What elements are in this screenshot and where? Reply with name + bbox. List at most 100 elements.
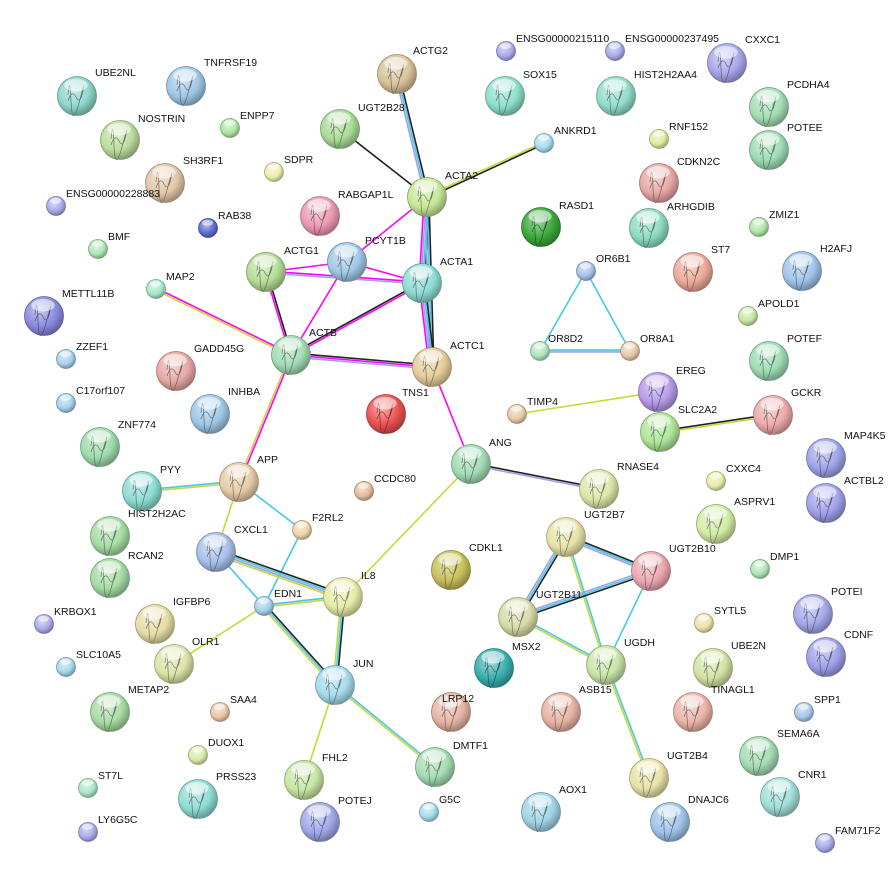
edge-UGDH-UGT2B4[interactable] [604, 663, 651, 780]
node-OLR1[interactable] [154, 644, 194, 684]
node-NOSTRIN[interactable] [100, 120, 140, 160]
node-PRSS23[interactable] [178, 779, 218, 819]
node-UBE2N[interactable] [693, 648, 733, 688]
node-SLC10A5[interactable] [56, 657, 76, 677]
node-APOLD1[interactable] [738, 306, 758, 326]
node-ACTC1[interactable] [412, 347, 452, 387]
node-UGT2B7[interactable] [546, 517, 586, 557]
node-MSX2[interactable] [474, 648, 514, 688]
node-ASPRV1[interactable] [696, 504, 736, 544]
node-RNASE4[interactable] [579, 469, 619, 509]
node-ARHGDIB[interactable] [629, 208, 669, 248]
node-ENPP7[interactable] [220, 118, 240, 138]
edge-ACTB-ACTA1[interactable] [289, 281, 424, 357]
node-OR6B1[interactable] [576, 261, 596, 281]
node-ANKRD1[interactable] [534, 133, 554, 153]
edge-ANKRD1-ACTA2[interactable] [425, 141, 546, 199]
node-ACTB[interactable] [271, 335, 311, 375]
node-DMP1[interactable] [750, 559, 770, 579]
node-ZNF774[interactable] [80, 427, 120, 467]
node-MAP4K5[interactable] [806, 438, 846, 478]
node-DNAJC6[interactable] [650, 802, 690, 842]
node-LY6G5C[interactable] [78, 822, 98, 842]
node-EDN1[interactable] [254, 596, 274, 616]
edge-CXCL1-IL8[interactable] [214, 548, 345, 601]
node-POTEI[interactable] [793, 594, 833, 634]
node-ST7[interactable] [673, 252, 713, 292]
node-SLC2A2[interactable] [640, 412, 680, 452]
node-OR8D2[interactable] [530, 341, 550, 361]
edge-ACTG2-ACTA2[interactable] [394, 72, 430, 199]
node-TNFRSF19[interactable] [166, 66, 206, 106]
edge-ACTB-ACTC1[interactable] [290, 352, 433, 370]
node-AOX1[interactable] [521, 792, 561, 832]
node-ASB15[interactable] [541, 692, 581, 732]
node-SPP1[interactable] [794, 702, 814, 722]
edge-ANG-IL8[interactable] [342, 463, 472, 598]
node-CXCL1[interactable] [196, 532, 236, 572]
edge-OR6B1-OR8A1[interactable] [585, 270, 631, 352]
node-FAM71F2[interactable] [815, 833, 835, 853]
node-RCAN2[interactable] [90, 558, 130, 598]
node-CDNF[interactable] [806, 637, 846, 677]
node-GCKR[interactable] [753, 395, 793, 435]
node-HIST2H2AA4[interactable] [596, 76, 636, 116]
node-CDKL1[interactable] [431, 550, 471, 590]
node-PYY[interactable] [122, 471, 162, 511]
edge-ACTB-APP[interactable] [237, 353, 293, 484]
node-TNS1[interactable] [366, 394, 406, 434]
edge-ANG-RNASE4[interactable] [470, 462, 600, 491]
node-RAB38[interactable] [198, 218, 218, 238]
node-ACTA2[interactable] [407, 177, 447, 217]
node-MAP2[interactable] [146, 279, 166, 299]
node-CXXC1[interactable] [707, 43, 747, 83]
node-CDKN2C[interactable] [639, 163, 679, 203]
node-ACTG1[interactable] [246, 252, 286, 292]
node-UGT2B10[interactable] [631, 551, 671, 591]
node-F2RL2[interactable] [292, 520, 312, 540]
node-UGT2B4[interactable] [629, 758, 669, 798]
node-SEMA6A[interactable] [739, 736, 779, 776]
edge-OR6B1-OR8D2[interactable] [539, 270, 587, 352]
node-LRP12[interactable] [431, 692, 471, 732]
node-ZMIZ1[interactable] [749, 217, 769, 237]
node-PCYT1B[interactable] [327, 242, 367, 282]
edge-F2RL2-EDN1[interactable] [263, 529, 303, 607]
node-CCDC80[interactable] [354, 481, 374, 501]
node-UGT2B11[interactable] [498, 597, 538, 637]
node-C17orf107[interactable] [56, 393, 76, 413]
node-DUOX1[interactable] [188, 745, 208, 765]
node-SH3RF1[interactable] [145, 163, 185, 203]
node-ZZEF1[interactable] [56, 349, 76, 369]
node-ST7L[interactable] [78, 778, 98, 798]
node-ACTA1[interactable] [402, 263, 442, 303]
node-ENSG00000237495[interactable] [605, 41, 625, 61]
node-KRBOX1[interactable] [34, 614, 54, 634]
node-ACTBL2[interactable] [806, 483, 846, 523]
node-SOX15[interactable] [485, 76, 525, 116]
node-DMTF1[interactable] [415, 747, 455, 787]
node-PCDHA4[interactable] [749, 87, 789, 127]
node-GADD45G[interactable] [156, 351, 196, 391]
node-G5C[interactable] [419, 802, 439, 822]
node-SDPR[interactable] [264, 162, 284, 182]
edge-UGT2B10-UGT2B11[interactable] [516, 568, 653, 620]
node-SAA4[interactable] [210, 702, 230, 722]
edge-UGT2B7-UGDH[interactable] [564, 535, 608, 667]
node-ANG[interactable] [451, 444, 491, 484]
node-SYTL5[interactable] [694, 613, 714, 633]
node-POTEF[interactable] [749, 341, 789, 381]
node-UGDH[interactable] [586, 645, 626, 685]
node-CNR1[interactable] [760, 777, 800, 817]
node-RASD1[interactable] [521, 207, 561, 247]
edge-MAP2-ACTB[interactable] [154, 287, 293, 357]
node-APP[interactable] [219, 462, 259, 502]
node-ENSG00000228883[interactable] [46, 196, 66, 216]
node-UBE2NL[interactable] [57, 76, 97, 116]
edge-OR8D2-OR8A1[interactable] [539, 349, 631, 353]
edge-TIMP4-EREG[interactable] [516, 391, 659, 415]
node-METTL11B[interactable] [24, 296, 64, 336]
node-ENSG00000215110[interactable] [496, 41, 516, 61]
node-BMF[interactable] [88, 239, 108, 259]
node-RABGAP1L[interactable] [300, 196, 340, 236]
